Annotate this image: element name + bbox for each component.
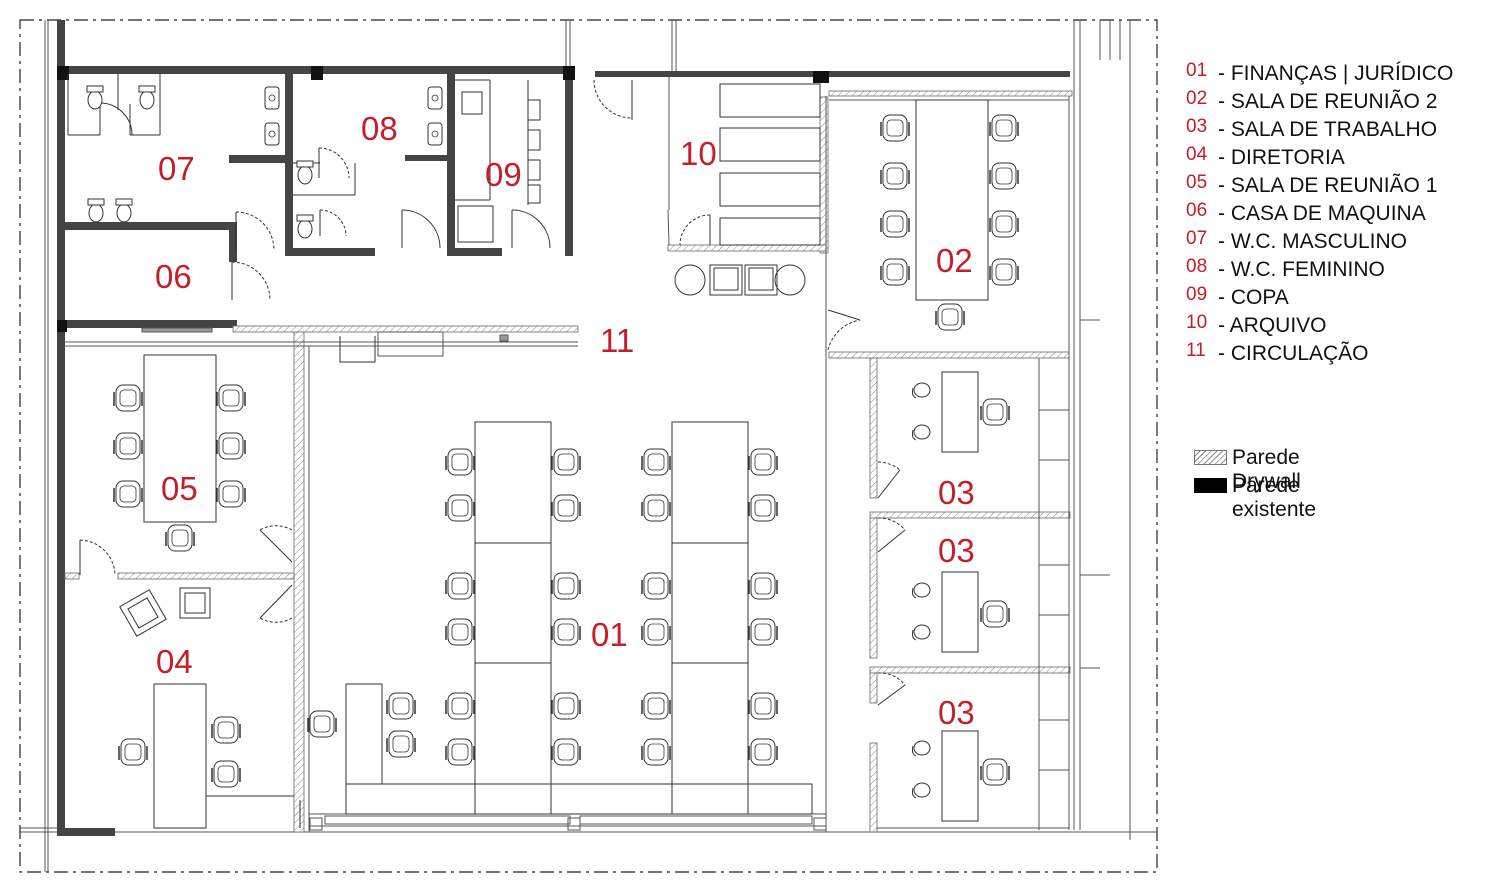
room-03a-number: 03 — [938, 474, 975, 511]
room-04-number: 04 — [156, 643, 193, 680]
room-legend: 01 - FINANÇAS | JURÍDICO 02 - SALA DE REUN… — [1186, 58, 1486, 366]
legend-text: - SALA DE TRABALHO — [1218, 118, 1438, 141]
drywall-swatch — [1194, 450, 1227, 465]
legend-number: 06 — [1186, 200, 1208, 221]
legend-item: 10 - ARQUIVO — [1186, 310, 1486, 338]
legend-text: - COPA — [1218, 286, 1289, 309]
legend-number: 11 — [1186, 340, 1206, 361]
workstations-01 — [307, 421, 813, 815]
archive-shelves — [674, 83, 821, 296]
legend-text: - DIRETORIA — [1218, 146, 1345, 169]
legend-number: 04 — [1186, 144, 1208, 165]
room-06-number: 06 — [155, 258, 192, 295]
legend-item: 06 - CASA DE MAQUINA — [1186, 198, 1486, 226]
legend-text: - CASA DE MAQUINA — [1218, 202, 1426, 225]
outer-boundary — [20, 20, 1157, 872]
legend-text: - ARQUIVO — [1218, 314, 1327, 337]
legend-text: - FINANÇAS | JURÍDICO — [1218, 62, 1454, 85]
room-01-number: 01 — [591, 616, 628, 653]
meeting-table-05 — [113, 354, 246, 552]
director-office-04 — [118, 587, 294, 829]
legend-number: 03 — [1186, 116, 1208, 137]
room-numbers: 07 08 09 10 02 06 11 05 03 03 04 01 03 — [155, 110, 975, 731]
circulation-details — [141, 327, 509, 357]
room-07-number: 07 — [158, 150, 195, 187]
legend-number: 09 — [1186, 284, 1208, 305]
legend-number: 02 — [1186, 88, 1208, 109]
legend-item: 09 - COPA — [1186, 282, 1486, 310]
room-05-number: 05 — [161, 470, 198, 507]
legend-text: - W.C. MASCULINO — [1218, 230, 1408, 253]
existing-walls — [57, 20, 1070, 836]
legend-item: 05 - SALA DE REUNIÃO 1 — [1186, 170, 1486, 198]
legend-text: - CIRCULAÇÃO — [1218, 342, 1369, 365]
drywall-walls — [64, 90, 1073, 833]
legend-item: 04 - DIRETORIA — [1186, 142, 1486, 170]
legend-text: - SALA DE REUNIÃO 1 — [1218, 174, 1438, 197]
legend-item: 01 - FINANÇAS | JURÍDICO — [1186, 58, 1486, 86]
legend-item: 08 - W.C. FEMININO — [1186, 254, 1486, 282]
legend-text: - W.C. FEMININO — [1218, 258, 1385, 281]
legend-item: 11 - CIRCULAÇÃO — [1186, 338, 1486, 366]
room-09-number: 09 — [485, 156, 522, 193]
legend-number: 01 — [1186, 60, 1208, 81]
legend-text: - SALA DE REUNIÃO 2 — [1218, 90, 1438, 113]
room-08-number: 08 — [361, 110, 398, 147]
meeting-table-02 — [880, 99, 1019, 331]
room-03c-number: 03 — [938, 694, 975, 731]
bathroom-fixtures — [67, 74, 541, 243]
room-02-number: 02 — [936, 242, 973, 279]
legend-item: 02 - SALA DE REUNIÃO 2 — [1186, 86, 1486, 114]
legend-number: 08 — [1186, 256, 1208, 277]
drywall-label: Parede Drywall — [1232, 446, 1301, 493]
room-11-number: 11 — [600, 322, 634, 359]
existing-wall-label: Parede existente — [1232, 474, 1317, 521]
room-10-number: 10 — [680, 135, 717, 172]
existing-wall-swatch — [1194, 478, 1227, 493]
room-03b-number: 03 — [938, 532, 975, 569]
outer-frame — [19, 19, 1158, 873]
work-offices-03 — [911, 371, 1010, 822]
legend-number: 05 — [1186, 172, 1208, 193]
legend-number: 07 — [1186, 228, 1208, 249]
doors — [79, 79, 906, 828]
legend-item: 07 - W.C. MASCULINO — [1186, 226, 1486, 254]
legend-item: 03 - SALA DE TRABALHO — [1186, 114, 1486, 142]
legend-number: 10 — [1186, 312, 1208, 333]
